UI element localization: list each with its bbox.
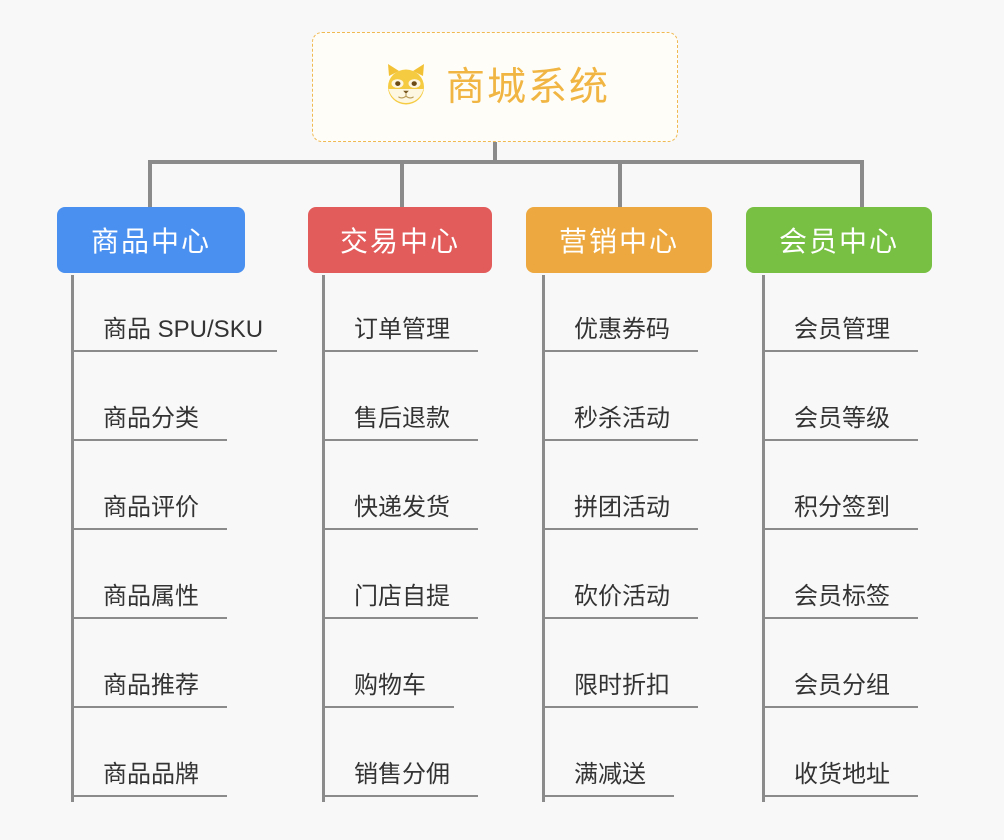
leaf-label: 销售分佣 [354,761,450,789]
category-card-1[interactable]: 商品中心 [57,207,245,273]
leaf-item[interactable]: 优惠券码 [542,263,698,352]
leaf-trunk-column-3 [542,275,545,802]
category-title-4: 会员中心 [778,226,899,257]
leaf-label: 会员标签 [794,583,890,611]
leaf-item[interactable]: 满减送 [542,708,674,797]
leaf-item[interactable]: 商品品牌 [71,708,227,797]
leaf-item[interactable]: 商品 SPU/SKU [71,263,277,352]
leaf-label: 秒杀活动 [574,405,670,433]
leaf-item[interactable]: 秒杀活动 [542,352,698,441]
root-title: 商城系统 [445,65,610,109]
leaf-label: 订单管理 [354,316,450,344]
leaf-label: 快递发货 [354,494,450,522]
category-title-3: 营销中心 [558,226,679,257]
connector-drop-column-3 [618,160,622,207]
category-title-1: 商品中心 [90,226,211,257]
connector-drop-column-1 [148,160,152,207]
leaf-label: 商品分类 [103,405,199,433]
leaf-trunk-column-2 [322,275,325,802]
leaf-item[interactable]: 拼团活动 [542,441,698,530]
leaf-item[interactable]: 购物车 [322,619,454,708]
leaf-item[interactable]: 售后退款 [322,352,478,441]
leaf-label: 商品 SPU/SKU [103,316,264,344]
leaf-label: 满减送 [574,761,646,789]
leaf-item[interactable]: 商品分类 [71,352,227,441]
leaf-item[interactable]: 会员等级 [762,352,918,441]
leaf-label: 商品品牌 [103,761,199,789]
leaf-label: 购物车 [354,672,426,700]
connector-root-stem [493,142,497,164]
leaf-item[interactable]: 会员管理 [762,263,918,352]
leaf-item[interactable]: 收货地址 [762,708,918,797]
leaf-item[interactable]: 会员标签 [762,530,918,619]
connector-drop-column-4 [860,160,864,207]
leaf-item[interactable]: 门店自提 [322,530,478,619]
connector-horizontal-bus [148,160,864,164]
leaf-label: 拼团活动 [574,494,670,522]
leaf-item[interactable]: 快递发货 [322,441,478,530]
leaf-item[interactable]: 销售分佣 [322,708,478,797]
category-card-2[interactable]: 交易中心 [308,207,492,273]
leaf-item[interactable]: 限时折扣 [542,619,698,708]
leaf-label: 门店自提 [354,583,450,611]
connector-drop-column-2 [400,160,404,207]
leaf-label: 砍价活动 [574,583,670,611]
leaf-label: 会员管理 [794,316,890,344]
leaf-item[interactable]: 会员分组 [762,619,918,708]
leaf-label: 优惠券码 [574,316,670,344]
leaf-label: 售后退款 [354,405,450,433]
leaf-item[interactable]: 商品推荐 [71,619,227,708]
leaf-label: 商品推荐 [103,672,199,700]
leaf-label: 会员分组 [794,672,890,700]
leaf-label: 商品评价 [103,494,199,522]
leaf-trunk-column-1 [71,275,74,802]
leaf-item[interactable]: 商品评价 [71,441,227,530]
category-title-2: 交易中心 [339,226,460,257]
leaf-item[interactable]: 商品属性 [71,530,227,619]
leaf-label: 收货地址 [794,761,890,789]
leaf-item[interactable]: 砍价活动 [542,530,698,619]
leaf-label: 积分签到 [794,494,890,522]
root-node-mall-system[interactable]: 商城系统 [312,32,678,142]
leaf-label: 限时折扣 [574,672,670,700]
leaf-item[interactable]: 积分签到 [762,441,918,530]
leaf-label: 会员等级 [794,405,890,433]
leaf-trunk-column-4 [762,275,765,802]
category-card-3[interactable]: 营销中心 [526,207,712,273]
category-card-4[interactable]: 会员中心 [746,207,932,273]
shiba-dog-icon [380,61,432,113]
leaf-item[interactable]: 订单管理 [322,263,478,352]
leaf-label: 商品属性 [103,583,199,611]
